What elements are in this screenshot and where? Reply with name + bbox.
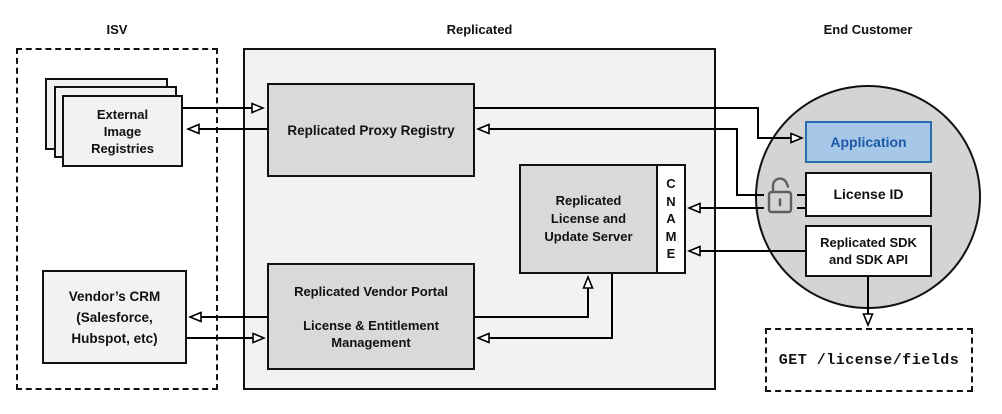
vendors-crm-label-line: Vendor’s CRM bbox=[68, 288, 161, 304]
vendors-crm-label-line: (Salesforce, bbox=[76, 309, 153, 325]
get-license-fields-node: GET /license/fields bbox=[765, 328, 973, 392]
proxy-registry-label: Replicated Proxy Registry bbox=[287, 122, 455, 138]
vendors-crm-node: Vendor’s CRM (Salesforce, Hubspot, etc) bbox=[42, 270, 187, 364]
replicated-sdk-node: Replicated SDK and SDK API bbox=[805, 225, 932, 277]
vendor-portal-title: Replicated Vendor Portal bbox=[294, 283, 448, 299]
external-registries-label-line: External bbox=[96, 106, 149, 122]
application-label: Application bbox=[830, 134, 907, 150]
cname-letter: N bbox=[666, 193, 676, 209]
vendor-portal-node: Replicated Vendor Portal License & Entit… bbox=[267, 263, 475, 370]
vendor-portal-subtitle-line: License & Entitlement bbox=[303, 317, 439, 333]
license-update-server-node: Replicated License and Update Server bbox=[519, 164, 658, 274]
proxy-registry-node: Replicated Proxy Registry bbox=[267, 83, 475, 177]
external-registries-label-line: Registries bbox=[91, 140, 154, 156]
replicated-sdk-label-line: Replicated SDK bbox=[820, 235, 917, 250]
section-title-replicated: Replicated bbox=[446, 22, 513, 37]
external-registries-node: External Image Registries bbox=[62, 95, 183, 167]
get-license-fields-label: GET /license/fields bbox=[778, 351, 960, 369]
external-registries-label-line: Image bbox=[103, 123, 142, 139]
license-update-server-label-line: License and bbox=[550, 211, 627, 226]
license-update-server-label-line: Replicated bbox=[555, 193, 622, 208]
license-update-server-label-line: Update Server bbox=[544, 229, 633, 244]
license-id-label: License ID bbox=[833, 186, 904, 202]
cname-letter: A bbox=[666, 211, 676, 227]
section-title-isv: ISV bbox=[106, 22, 128, 37]
cname-letter: E bbox=[666, 246, 676, 262]
section-title-end-customer: End Customer bbox=[823, 22, 913, 37]
cname-strip: C N A M E bbox=[656, 164, 686, 274]
replicated-sdk-label-line: and SDK API bbox=[829, 252, 908, 267]
cname-letter: M bbox=[665, 228, 677, 244]
license-id-node: License ID bbox=[805, 172, 932, 217]
cname-letter: C bbox=[666, 176, 676, 192]
vendor-portal-subtitle-line: Management bbox=[331, 334, 411, 350]
application-node: Application bbox=[805, 121, 932, 163]
vendors-crm-label-line: Hubspot, etc) bbox=[71, 330, 158, 346]
